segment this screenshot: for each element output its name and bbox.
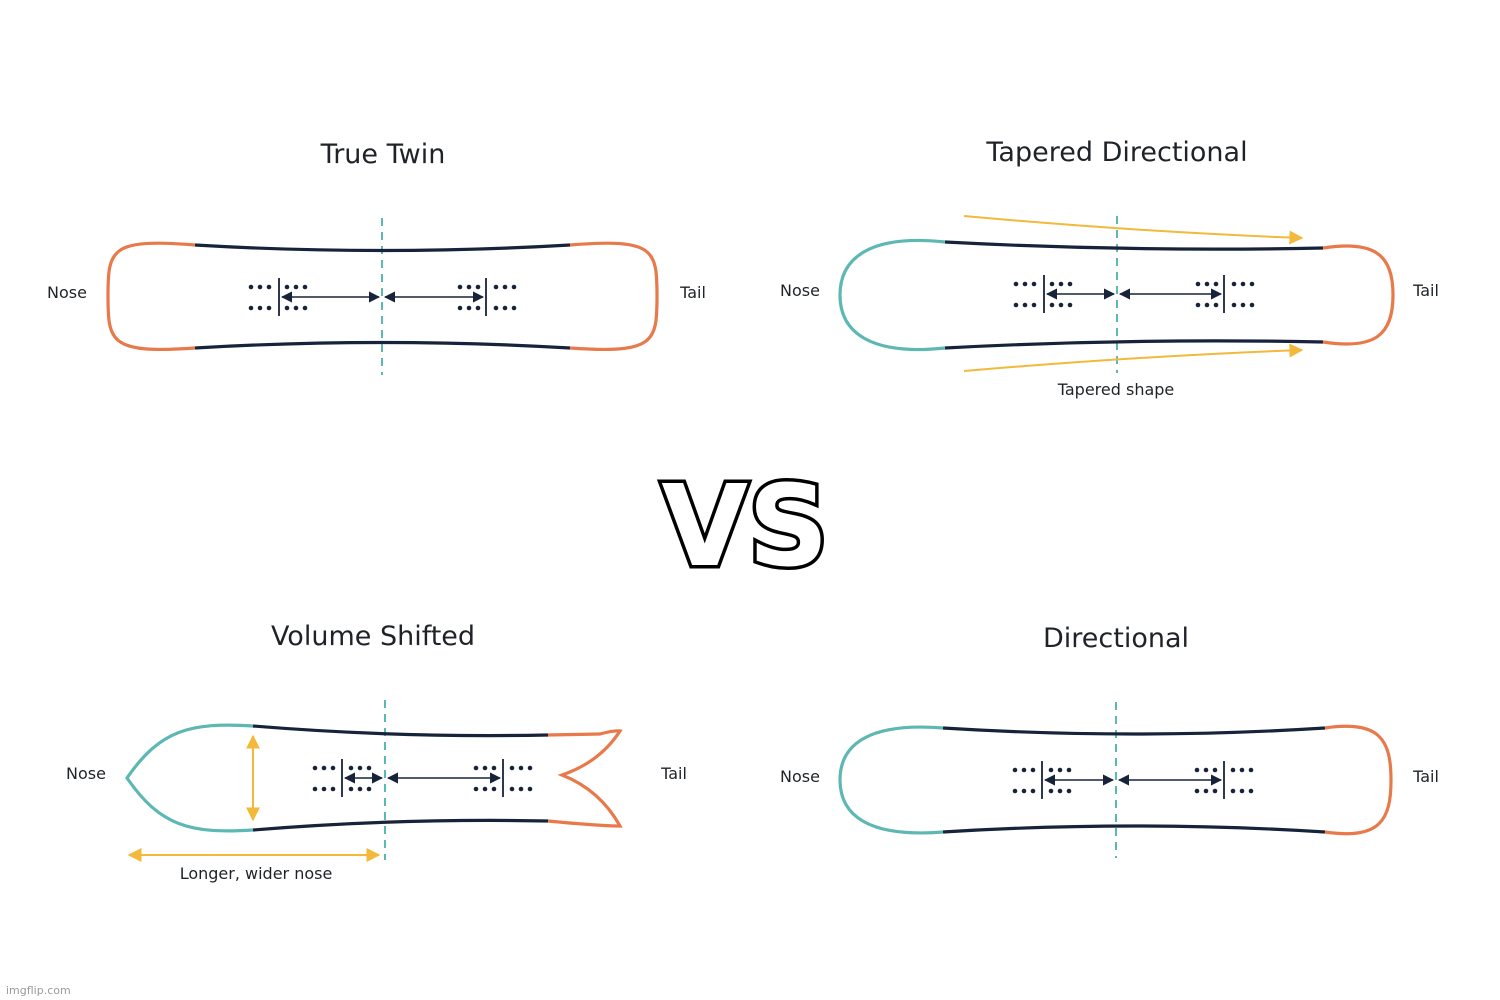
tail-tip [569,241,659,352]
tail-label: Tail [679,283,706,302]
board-title: Tapered Directional [985,137,1247,168]
tail-label: Tail [1412,767,1439,786]
board-volume-shifted: Volume Shifted Nose Tail Longer, wider n… [66,621,687,883]
nose-tip [838,238,946,352]
longer-wider-nose-note: Longer, wider nose [180,864,333,883]
board-true-twin: True Twin Nose Tail [47,139,706,375]
top-edge [194,243,571,253]
swallowtail [547,729,623,828]
tail-label: Tail [1412,281,1439,300]
rear-insert-pack [473,759,533,797]
nose-tip [838,725,944,835]
tail-label: Tail [660,764,687,783]
rear-insert-pack [1194,761,1254,799]
taper-arrow-top [963,215,1304,245]
top-edge [944,240,1324,251]
top-edge [942,726,1326,736]
bottom-edge [252,818,549,832]
board-title: True Twin [320,139,446,170]
top-edge [252,724,549,738]
board-tapered-directional: Tapered Directional Nose Tail Tapered sh… [780,137,1439,399]
nose-label: Nose [780,281,820,300]
nose-tip [125,723,254,833]
rear-insert-pack [1195,275,1255,313]
board-title: Volume Shifted [271,621,475,652]
board-title: Directional [1043,623,1189,654]
bottom-edge [942,824,1326,834]
nose-label: Nose [47,283,87,302]
nose-label: Nose [780,767,820,786]
front-insert-pack [248,278,308,316]
tail-tip [1322,244,1395,346]
watermark: imgflip.com [6,984,71,997]
front-insert-pack [312,759,372,797]
tapered-shape-note: Tapered shape [1057,380,1175,399]
tail-tip [1324,724,1393,836]
bottom-edge [194,340,571,350]
taper-arrow-bottom [963,343,1304,372]
front-insert-pack [1012,761,1072,799]
front-insert-pack [1013,275,1073,313]
vs-label: VS [661,462,828,592]
bottom-edge [944,339,1324,350]
board-directional: Directional Nose Tail [780,623,1439,858]
nose-label: Nose [66,764,106,783]
nose-tip [106,241,196,352]
rear-insert-pack [457,278,517,316]
